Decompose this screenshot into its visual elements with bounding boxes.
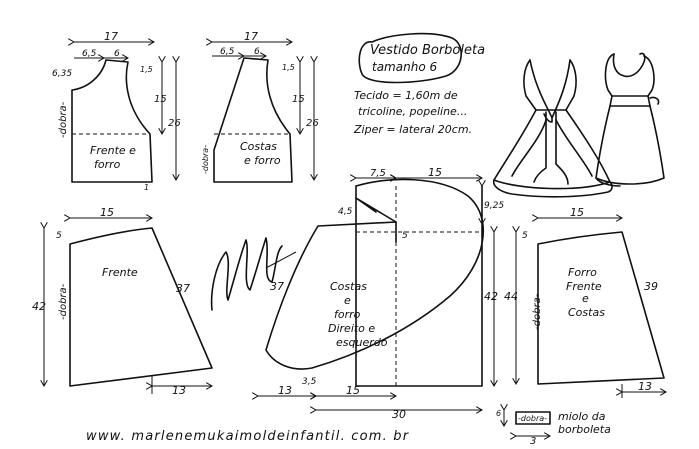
- bodice-front-drop-label: 1,5: [140, 65, 153, 74]
- bodice-back-armhole-label: 15: [292, 94, 305, 105]
- butterfly-center-height-label: 6: [496, 409, 501, 418]
- piece-skirt-front: 15 5 42 37 -dobra- Frente 13: [32, 206, 212, 397]
- bodice-front-neck-label: 6,5: [82, 49, 97, 59]
- lining-name-2: Frente: [566, 280, 602, 293]
- lining-name-1: Forro: [568, 266, 597, 279]
- bodice-back-name-2: e forro: [244, 154, 281, 167]
- bodice-front-length-label: 26: [168, 118, 181, 129]
- website-url: www. marlenemukaimoldeinfantil. com. br: [86, 429, 410, 444]
- bodice-back-width-label: 17: [244, 30, 258, 43]
- piece-bodice-back: 17 6,5 6 1,5 15 26 -dobra- Costas e forr…: [201, 30, 319, 183]
- lining-length-label: 44: [504, 290, 518, 303]
- bodice-back-fold-label: -dobra-: [201, 145, 210, 174]
- skirt-front-side-label: 37: [176, 282, 190, 295]
- skirt-back-inner-width-label: 7,5: [370, 168, 386, 179]
- bodice-front-name-2: forro: [94, 158, 121, 171]
- butterfly-center-fold-label: -dobra-: [518, 414, 547, 423]
- skirt-front-name: Frente: [102, 266, 138, 279]
- lining-name-3: e: [582, 292, 589, 305]
- skirt-back-total-width-label: 30: [392, 408, 406, 421]
- skirt-back-name-2: e: [344, 294, 351, 307]
- bodice-front-shoulder-label: 6: [114, 49, 120, 59]
- piece-skirt-back: 7,5 15 9,25 4,5 5 37 42 Costas e forro D…: [258, 166, 504, 421]
- skirt-front-hem-extra-label: 13: [172, 384, 186, 397]
- designer-signature: [210, 237, 283, 311]
- skirt-back-hem-extra-label: 13: [278, 384, 292, 397]
- skirt-front-fold-label: -dobra-: [58, 283, 69, 320]
- zipper-note: Ziper = lateral 20cm.: [353, 123, 472, 136]
- bodice-front-neck-depth-label: 6,35: [52, 69, 72, 79]
- butterfly-center-name-2: borboleta: [558, 423, 611, 436]
- bodice-back-length-label: 26: [306, 118, 319, 129]
- dress-back-illustration: [492, 59, 613, 198]
- skirt-front-length-label: 42: [32, 300, 46, 313]
- piece-butterfly-center: -dobra- 3 6 miolo da borboleta: [496, 409, 611, 447]
- skirt-back-hem-mark-label: 3,5: [302, 377, 317, 387]
- pattern-title: Vestido Borboleta: [370, 43, 485, 58]
- skirt-back-length-label: 42: [484, 290, 498, 303]
- bodice-front-armhole-label: 15: [154, 94, 167, 105]
- bodice-front-hem-label: 1: [144, 183, 149, 192]
- skirt-front-top-width-label: 15: [100, 206, 114, 219]
- bodice-back-name-1: Costas: [240, 140, 277, 153]
- butterfly-center-width-label: 3: [530, 436, 536, 447]
- fabric-types-note: tricoline, popeline...: [358, 105, 467, 118]
- skirt-back-side-label: 37: [270, 280, 284, 293]
- lining-name-4: Costas: [568, 306, 605, 319]
- skirt-front-top-drop-label: 5: [56, 231, 62, 241]
- bodice-back-shoulder-label: 6: [254, 47, 260, 57]
- title-block: Vestido Borboleta tamanho 6 Tecido = 1,6…: [353, 32, 485, 136]
- lining-top-width-label: 15: [570, 206, 584, 219]
- bodice-back-neck-label: 6,5: [220, 47, 235, 57]
- butterfly-center-name-1: miolo da: [558, 410, 606, 423]
- lining-top-drop-label: 5: [522, 231, 528, 241]
- bodice-front-fold-label: -dobra-: [58, 101, 69, 138]
- skirt-back-name-3: forro: [334, 308, 361, 321]
- bodice-back-drop-label: 1,5: [282, 63, 295, 72]
- skirt-back-inner-hem-label: 15: [346, 384, 360, 397]
- lining-side-label: 39: [644, 280, 658, 293]
- piece-lining: 15 5 44 39 -dobra- Forro Frente e Costas…: [504, 206, 666, 398]
- skirt-back-outer-width-label: 15: [428, 166, 442, 179]
- pattern-size: tamanho 6: [372, 60, 437, 74]
- bodice-front-name-1: Frente e: [90, 144, 136, 157]
- dress-front-illustration: [595, 52, 665, 187]
- fabric-note: Tecido = 1,60m de: [354, 89, 458, 102]
- bodice-front-width-label: 17: [104, 30, 118, 43]
- lining-fold-label: -dobra-: [532, 293, 543, 330]
- skirt-back-curve-drop-label: 9,25: [484, 201, 504, 211]
- piece-bodice-front: 17 6,5 6 1,5 6,35 15 26 -dobra- Frente e…: [52, 30, 181, 192]
- skirt-back-name-5: esquerdo: [336, 336, 388, 349]
- skirt-back-fold-depth-label: 4,5: [338, 207, 353, 217]
- skirt-back-name-4: Direito e: [328, 322, 375, 335]
- skirt-back-name-1: Costas: [330, 280, 367, 293]
- lining-hem-extra-label: 13: [638, 380, 652, 393]
- skirt-back-point-label: 5: [402, 231, 408, 241]
